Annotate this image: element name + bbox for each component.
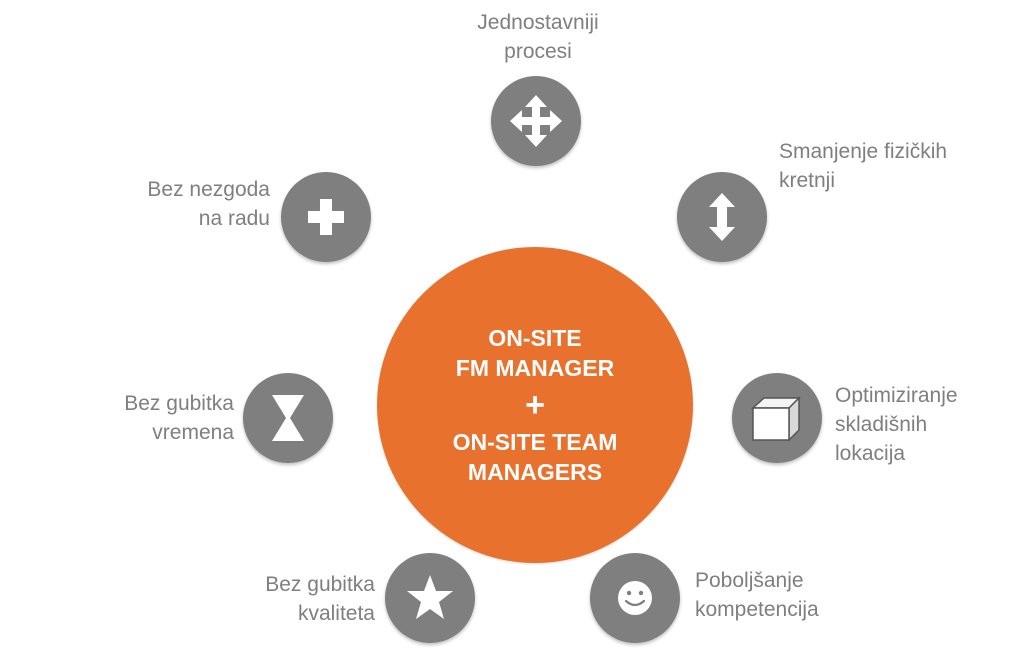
label-bez-gubitka-kvaliteta: Bez gubitka kvaliteta [175, 570, 375, 628]
label-line: vremena [152, 421, 234, 444]
label-line: skladišnih [835, 413, 928, 436]
label-line: Bez gubitka [124, 392, 234, 415]
label-line: Jednostavniji [477, 11, 599, 34]
label-jednostavniji-procesi: Jednostavniji procesi [438, 8, 638, 66]
center-line-1: ON-SITE [488, 325, 582, 351]
label-line: Poboljšanje [695, 569, 804, 592]
label-line: Bez nezgoda [147, 178, 270, 201]
label-line: procesi [504, 40, 572, 63]
center-circle: ON-SITE FM MANAGER + ON-SITE TEAM MANAGE… [377, 247, 693, 563]
hourglass-icon [272, 395, 304, 441]
label-bez-nezgoda-na-radu: Bez nezgoda na radu [70, 175, 270, 233]
node-jednostavniji-procesi [491, 76, 581, 166]
center-line-2: FM MANAGER [455, 355, 615, 381]
label-line: lokacija [835, 442, 906, 465]
node-bez-gubitka-kvaliteta [385, 553, 475, 643]
center-line-3: ON-SITE TEAM [452, 429, 618, 455]
label-poboljsanje-kompetencija: Poboljšanje kompetencija [695, 566, 819, 624]
node-optimiziranje-skladisnih-lokacija [732, 373, 822, 463]
center-plus: + [525, 386, 545, 424]
label-optimiziranje-skladisnih-lokacija: Optimiziranje skladišnih lokacija [835, 381, 958, 468]
cube-icon [751, 396, 801, 442]
vertical-arrow-icon [709, 193, 735, 241]
label-line: Bez gubitka [265, 573, 375, 596]
node-bez-gubitka-vremena [243, 373, 333, 463]
node-bez-nezgoda-na-radu [281, 172, 371, 262]
four-way-arrow-icon [510, 95, 562, 147]
label-line: kvaliteta [297, 602, 375, 625]
center-line-4: MANAGERS [467, 459, 603, 485]
label-line: kompetencija [695, 598, 819, 621]
node-smanjenje-fizickih-kretnji [677, 172, 767, 262]
plus-icon [308, 199, 344, 235]
label-bez-gubitka-vremena: Bez gubitka vremena [34, 389, 234, 447]
node-poboljsanje-kompetencija [590, 553, 680, 643]
label-line: kretnji [779, 169, 836, 192]
label-line: na radu [198, 207, 270, 230]
smiley-icon [618, 581, 652, 615]
star-icon [407, 575, 453, 619]
label-smanjenje-fizickih-kretnji: Smanjenje fizičkih kretnji [779, 137, 947, 195]
label-line: Smanjenje fizičkih [779, 140, 948, 163]
label-line: Optimiziranje [835, 384, 958, 407]
